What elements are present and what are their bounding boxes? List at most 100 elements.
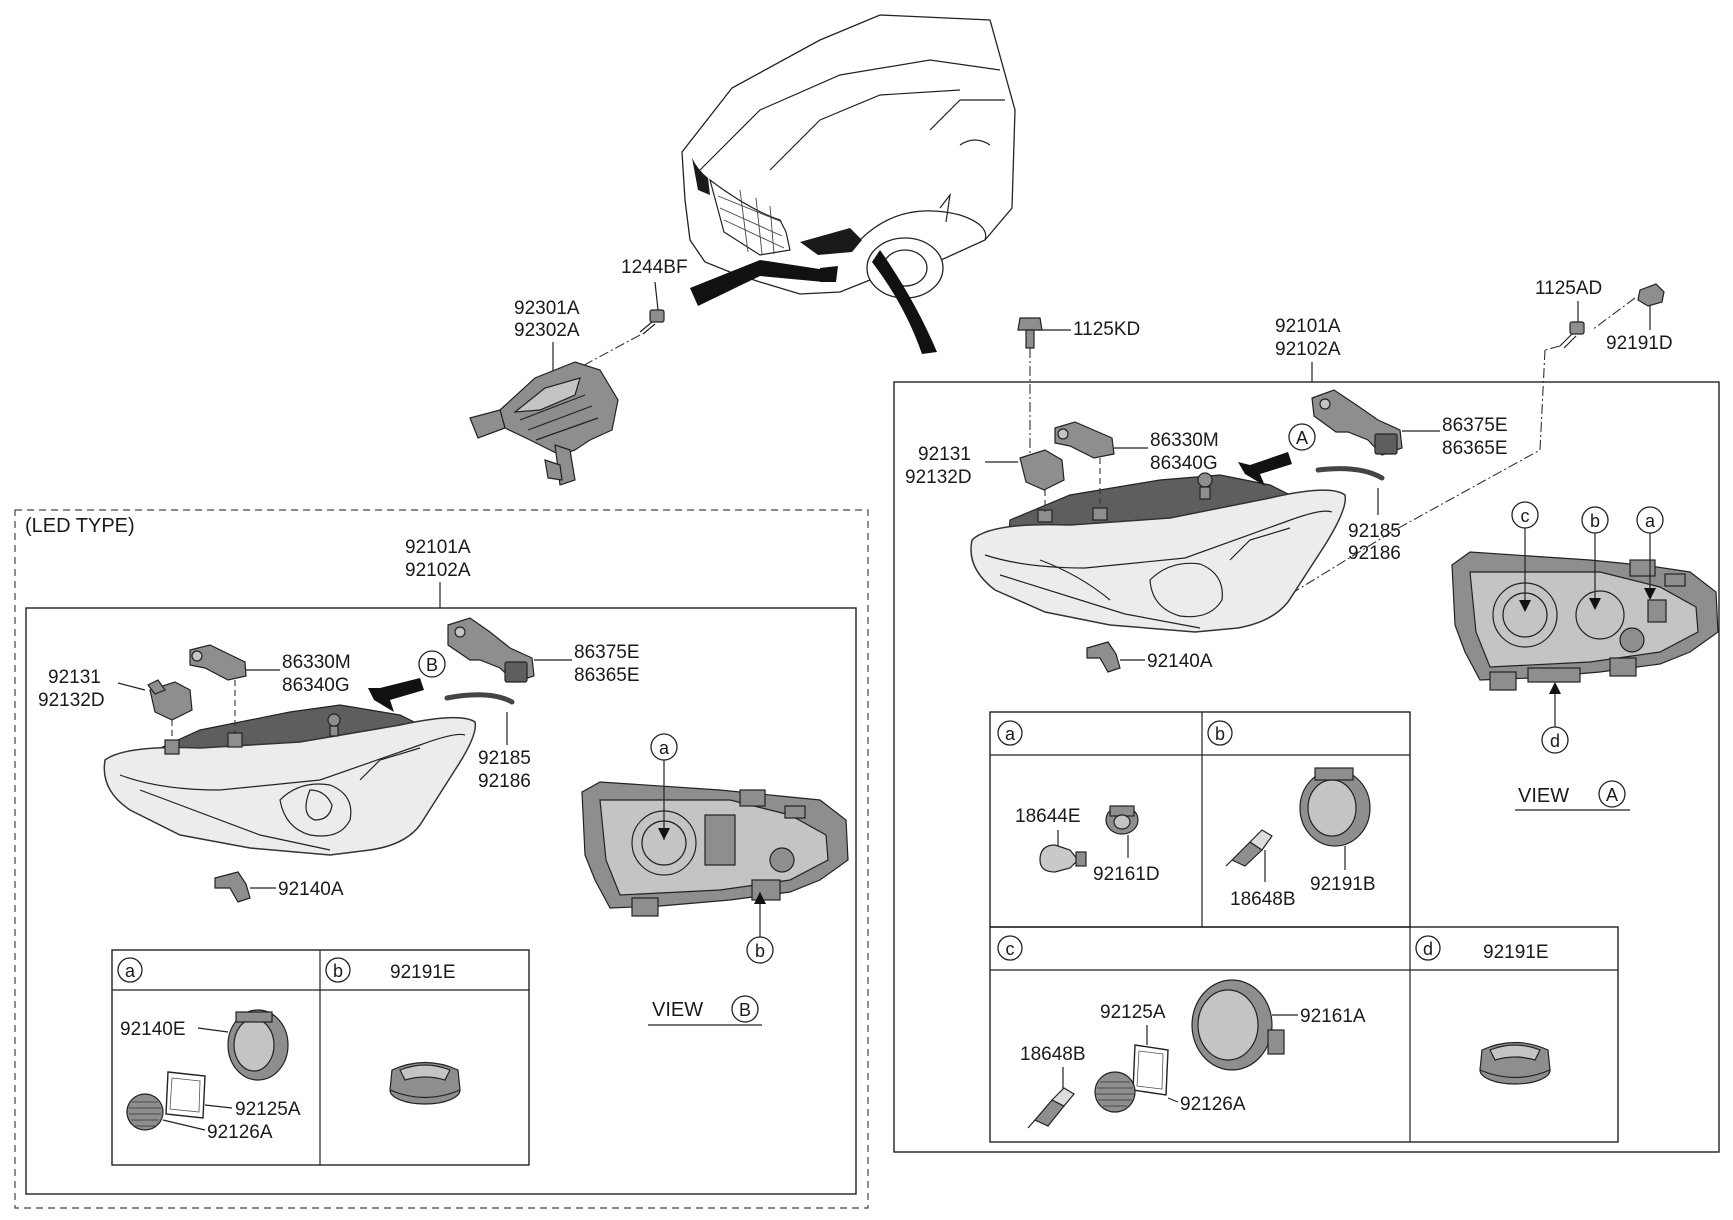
left-bracket-86375E-icon[interactable] <box>447 617 535 683</box>
label-left-86375E[interactable]: 86375E <box>574 642 640 663</box>
right-view-arrow-icon <box>1238 452 1292 486</box>
right-rear-view-icon[interactable] <box>1451 551 1719 691</box>
fog-lamp-icon[interactable] <box>469 361 619 486</box>
label-1244BF[interactable]: 1244BF <box>621 257 688 278</box>
label-92301A[interactable]: 92301A <box>514 298 580 319</box>
left-socket-92140E-icon[interactable] <box>227 1009 289 1081</box>
label-left-92102A[interactable]: 92102A <box>405 560 471 581</box>
right-view-letter: A <box>1606 785 1618 805</box>
label-right-92131[interactable]: 92131 <box>918 444 971 465</box>
right-box-c: c <box>1006 939 1015 959</box>
led-type-title: (LED TYPE) <box>25 515 135 537</box>
right-box-b: b <box>1215 724 1225 744</box>
led-type-section: (LED TYPE) 92101A 92102A 92131 92132D <box>14 509 869 1209</box>
label-left-86330M[interactable]: 86330M <box>282 652 351 673</box>
label-right-92101A[interactable]: 92101A <box>1275 316 1341 337</box>
label-left-92131[interactable]: 92131 <box>48 667 101 688</box>
label-right-92126A[interactable]: 92126A <box>1180 1094 1246 1115</box>
label-right-86340G[interactable]: 86340G <box>1150 453 1218 474</box>
right-callout-b[interactable]: b <box>1590 511 1600 531</box>
left-seal-92185-icon[interactable] <box>444 692 515 705</box>
label-right-92161D[interactable]: 92161D <box>1093 864 1160 885</box>
left-arrow-letter: B <box>426 655 438 675</box>
label-92302A[interactable]: 92302A <box>514 320 580 341</box>
left-cap-92191E-icon[interactable] <box>389 1061 461 1105</box>
right-bracket-86330M-icon[interactable] <box>1054 421 1115 459</box>
right-seal-92185-icon[interactable] <box>1315 466 1385 481</box>
socket-92161D-icon[interactable] <box>1105 805 1139 835</box>
label-right-1125KD[interactable]: 1125KD <box>1073 319 1140 340</box>
left-clip-92140A-icon[interactable] <box>214 871 251 903</box>
right-bracket-92131-icon[interactable] <box>1019 449 1065 491</box>
clip-92191D-icon[interactable] <box>1637 283 1665 307</box>
left-callout-a[interactable]: a <box>659 738 670 758</box>
bulb-18644E-icon[interactable] <box>1039 844 1087 873</box>
right-callout-c[interactable]: c <box>1521 506 1530 526</box>
left-headlamp-icon[interactable] <box>103 704 477 856</box>
label-right-92186[interactable]: 92186 <box>1348 543 1401 564</box>
label-right-18648B-c[interactable]: 18648B <box>1020 1044 1086 1065</box>
left-view-arrow-icon <box>368 678 424 712</box>
label-left-92140E[interactable]: 92140E <box>120 1019 186 1040</box>
label-right-92140A[interactable]: 92140A <box>1147 651 1213 672</box>
label-right-92191D[interactable]: 92191D <box>1606 333 1673 354</box>
left-bracket-86330M-icon[interactable] <box>189 644 247 681</box>
label-left-92125A[interactable]: 92125A <box>235 1099 301 1120</box>
right-arrow-letter: A <box>1296 428 1308 448</box>
right-cap-92191E-icon[interactable] <box>1479 1041 1551 1085</box>
right-bracket-86375E-icon[interactable] <box>1311 389 1403 456</box>
label-right-18648B-b[interactable]: 18648B <box>1230 889 1296 910</box>
mesh-92126A-right-icon[interactable] <box>1094 1071 1136 1113</box>
label-left-92132D[interactable]: 92132D <box>38 690 105 711</box>
label-right-1125AD[interactable]: 1125AD <box>1535 278 1602 299</box>
left-mesh-92126A-icon[interactable] <box>126 1093 164 1131</box>
socket-92191B-icon[interactable] <box>1299 767 1371 847</box>
label-right-86330M[interactable]: 86330M <box>1150 430 1219 451</box>
left-box-b: b <box>333 961 343 981</box>
fog-lamp-group: 1244BF 92301A 92302A <box>469 257 688 486</box>
right-headlamp-icon[interactable] <box>970 472 1347 633</box>
right-box-d: d <box>1423 939 1433 959</box>
film-92125A-right-icon[interactable] <box>1132 1044 1169 1096</box>
left-view-word: VIEW <box>652 999 703 1021</box>
label-right-86375E[interactable]: 86375E <box>1442 415 1508 436</box>
left-box-a: a <box>125 961 136 981</box>
bolt-1125AD-icon[interactable] <box>1559 321 1585 349</box>
bulb-18648B-b-icon[interactable] <box>1225 829 1273 867</box>
label-left-92186[interactable]: 92186 <box>478 771 531 792</box>
bulb-18648B-c-icon[interactable] <box>1027 1087 1075 1129</box>
left-box-b-part[interactable]: 92191E <box>390 962 456 983</box>
socket-92161A-icon[interactable] <box>1191 979 1285 1071</box>
label-left-92126A[interactable]: 92126A <box>207 1122 273 1143</box>
right-clip-92140A-icon[interactable] <box>1086 641 1121 673</box>
label-left-92185[interactable]: 92185 <box>478 748 531 769</box>
right-callout-a[interactable]: a <box>1645 511 1656 531</box>
left-bracket-92131-icon[interactable] <box>147 679 193 721</box>
label-left-92140A[interactable]: 92140A <box>278 879 344 900</box>
right-box-a: a <box>1005 724 1016 744</box>
label-right-18644E[interactable]: 18644E <box>1015 806 1081 827</box>
label-left-86340G[interactable]: 86340G <box>282 675 350 696</box>
bolt-1125KD-icon[interactable] <box>1017 317 1043 349</box>
label-right-92102A[interactable]: 92102A <box>1275 339 1341 360</box>
left-rear-view-icon[interactable] <box>581 781 849 917</box>
right-box-d-part[interactable]: 92191E <box>1483 942 1549 963</box>
left-film-92125A-icon[interactable] <box>165 1071 206 1119</box>
right-detail-table <box>989 711 1619 1143</box>
left-view-letter: B <box>739 1000 751 1020</box>
label-right-92132D[interactable]: 92132D <box>905 467 972 488</box>
car-illustration <box>681 14 1016 354</box>
label-right-92191B[interactable]: 92191B <box>1310 874 1376 895</box>
label-left-86365E[interactable]: 86365E <box>574 665 640 686</box>
label-right-92185[interactable]: 92185 <box>1348 521 1401 542</box>
bolt-1244BF-icon[interactable] <box>639 309 665 335</box>
label-right-92125A[interactable]: 92125A <box>1100 1002 1166 1023</box>
right-headlamp-frame <box>893 381 1720 1153</box>
label-right-86365E[interactable]: 86365E <box>1442 438 1508 459</box>
left-callout-b[interactable]: b <box>755 941 765 961</box>
right-view-word: VIEW <box>1518 785 1569 807</box>
label-right-92161A[interactable]: 92161A <box>1300 1006 1366 1027</box>
label-left-92101A[interactable]: 92101A <box>405 537 471 558</box>
right-callout-d[interactable]: d <box>1550 731 1560 751</box>
